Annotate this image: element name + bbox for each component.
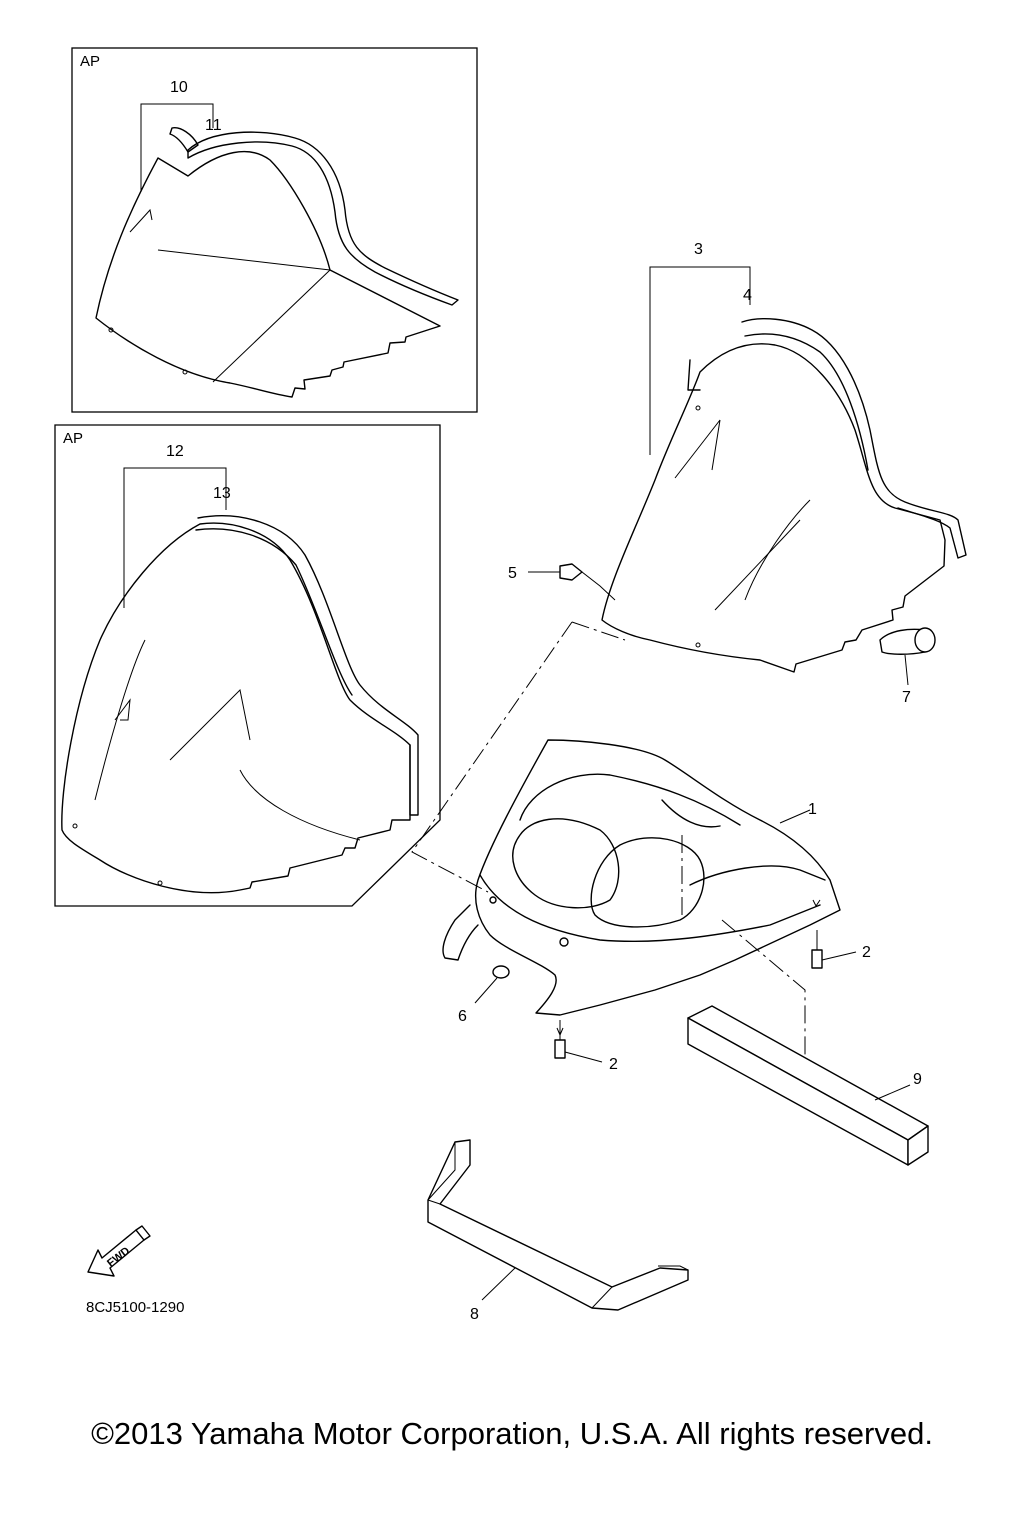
ap-box-1: AP 10 11 bbox=[71, 47, 478, 413]
ap-box-2-label: AP bbox=[63, 430, 83, 447]
windshield-12 bbox=[61, 515, 419, 894]
ap-box-1-label: AP bbox=[80, 53, 100, 70]
fwd-arrow-icon: FWD bbox=[87, 1225, 151, 1277]
screw-5: 5 bbox=[508, 563, 616, 601]
bumper-8: 8 bbox=[427, 1139, 689, 1323]
cowl-1: 1 bbox=[442, 739, 841, 1037]
callout-10: 10 bbox=[170, 79, 188, 96]
callout-1: 1 bbox=[808, 801, 817, 818]
copyright-notice: ©2013 Yamaha Motor Corporation, U.S.A. A… bbox=[91, 1416, 933, 1451]
ap-box-2: AP 12 13 bbox=[54, 424, 441, 907]
callout-2-lower: 2 bbox=[609, 1056, 618, 1073]
diagram-code: 8CJ5100-1290 bbox=[86, 1299, 184, 1316]
callout-7: 7 bbox=[902, 689, 911, 706]
callout-6: 6 bbox=[458, 1008, 467, 1025]
grommet-6: 6 bbox=[458, 965, 510, 1025]
callout-9: 9 bbox=[913, 1071, 922, 1088]
screw-2-upper: 2 bbox=[811, 930, 871, 969]
callout-13: 13 bbox=[213, 485, 231, 502]
callout-4: 4 bbox=[743, 287, 752, 304]
callout-3: 3 bbox=[694, 241, 703, 258]
callout-12: 12 bbox=[166, 443, 184, 460]
screw-2-lower: 2 bbox=[554, 1020, 618, 1073]
callout-11: 11 bbox=[205, 117, 222, 134]
callout-2-upper: 2 bbox=[862, 944, 871, 961]
windshield-3: 3 4 bbox=[601, 241, 967, 673]
callout-8: 8 bbox=[470, 1306, 479, 1323]
callout-5: 5 bbox=[508, 565, 517, 582]
windshield-10 bbox=[95, 127, 459, 398]
foam-block-9: 9 bbox=[687, 1005, 929, 1166]
nut-7: 7 bbox=[879, 627, 936, 706]
